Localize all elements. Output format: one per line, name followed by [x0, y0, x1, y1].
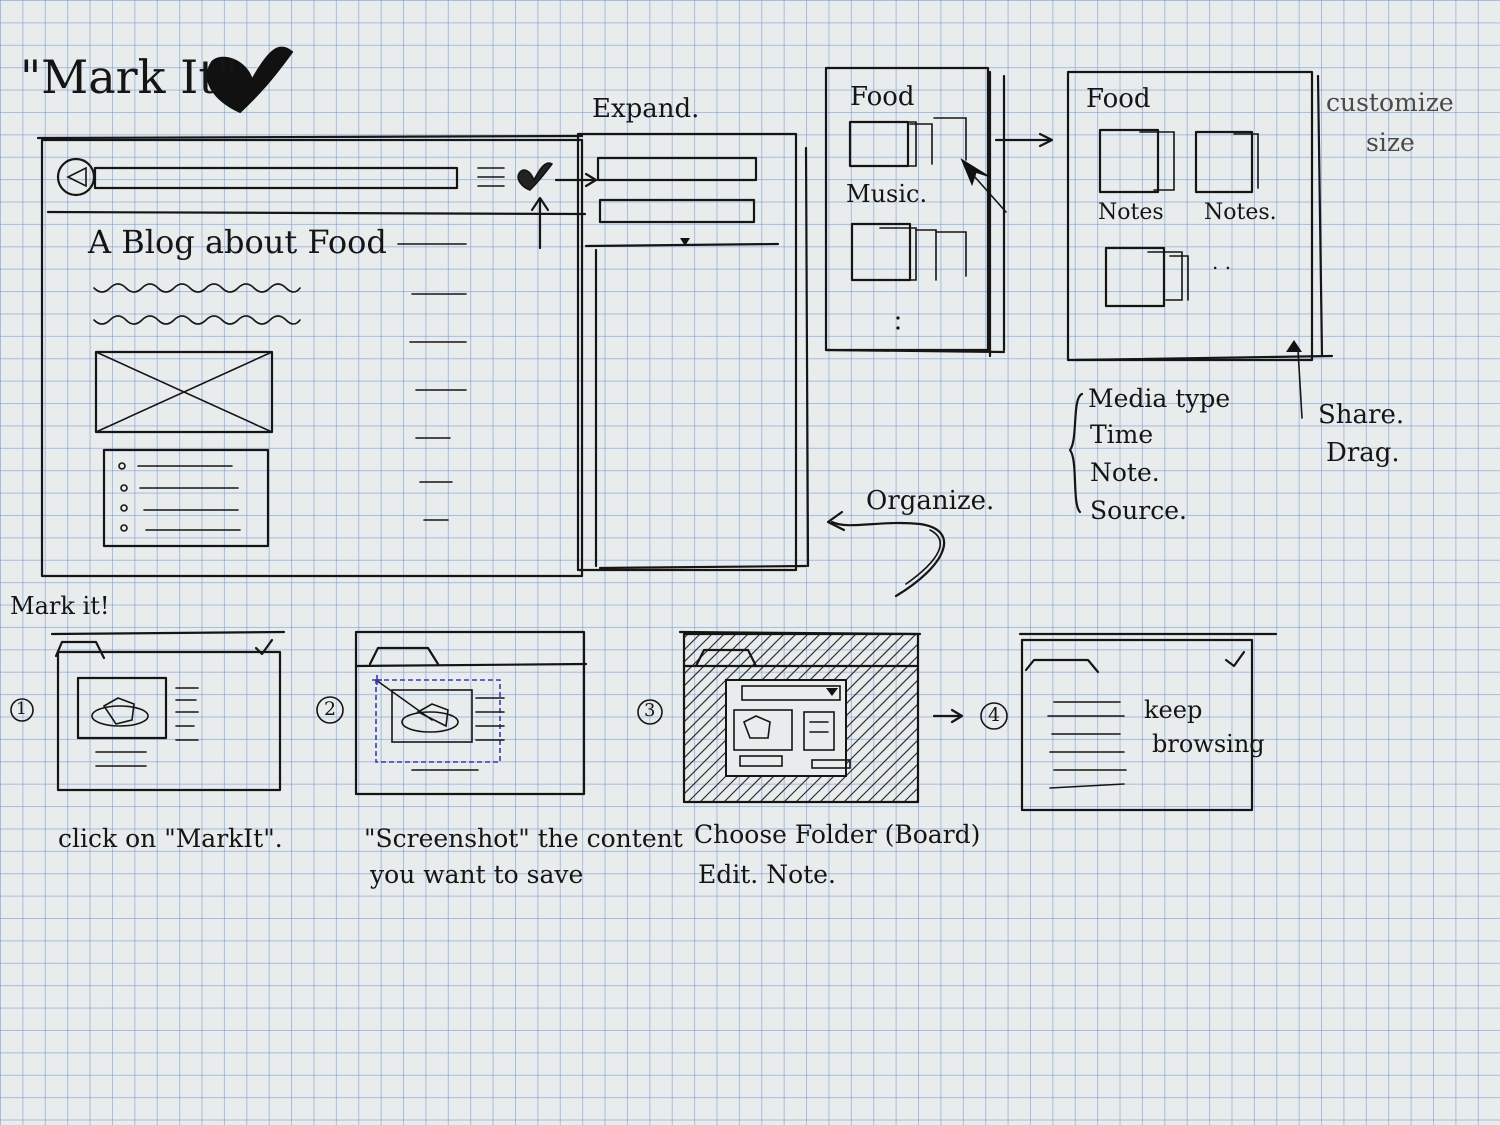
- step-3-circle: [637, 699, 663, 725]
- main-browser-sketch: [36, 134, 598, 578]
- hatch-line: [819, 703, 918, 802]
- step-4-text-line2: browsing: [1152, 730, 1265, 758]
- drag-label: Drag.: [1326, 438, 1400, 468]
- boards-food-label: Food: [850, 82, 915, 112]
- step-3-caption-line1: Choose Folder (Board): [694, 820, 981, 849]
- step-1-caption: click on "MarkIt".: [58, 824, 283, 853]
- step-4-text-line1: keep: [1144, 696, 1203, 724]
- share-label: Share.: [1318, 400, 1405, 430]
- hatch-line: [684, 634, 701, 651]
- hatch-line: [484, 634, 652, 802]
- hatch-line: [684, 634, 737, 687]
- hatch-line: [684, 634, 785, 735]
- meta-note: Note.: [1090, 458, 1160, 487]
- hatch-line: [684, 634, 809, 759]
- check-icon: [254, 638, 274, 656]
- step-3-number: 3: [644, 700, 656, 721]
- customize-label-line2: size: [1366, 128, 1415, 157]
- heart-check-icon: [206, 46, 294, 114]
- meta-source: Source.: [1090, 496, 1187, 525]
- hatch-line: [867, 751, 918, 802]
- hatch-line: [684, 634, 773, 723]
- step-2-caption-line2: you want to save: [370, 860, 584, 889]
- hatch-line: [684, 634, 725, 675]
- step-2-caption-line1: "Screenshot" the content: [364, 824, 683, 853]
- step-2-sketch: [354, 630, 588, 796]
- detail-food-label: Food: [1086, 84, 1151, 114]
- hatch-line: [684, 634, 761, 711]
- boards-music-label: Music.: [846, 180, 928, 208]
- boards-sketch: [824, 66, 1054, 358]
- hatch-line: [843, 727, 918, 802]
- hatch-line: [684, 634, 689, 639]
- markit-heart-icon: [517, 162, 554, 191]
- step-4-number: 4: [988, 704, 1001, 726]
- blog-title: A Blog about Food: [88, 223, 387, 261]
- notes-label-left: Notes: [1098, 200, 1164, 225]
- hatch-line: [684, 634, 797, 747]
- meta-media-type: Media type: [1088, 384, 1231, 413]
- back-button-icon: [56, 157, 96, 197]
- app-title: "Mark It": [20, 50, 238, 104]
- detail-board-sketch: [1066, 70, 1334, 514]
- step-4-sketch: [1018, 632, 1278, 812]
- hatch-line: [855, 739, 918, 802]
- step-1-sketch: [50, 630, 286, 792]
- hatch-line: [879, 763, 918, 802]
- notes-label-right: Notes.: [1204, 200, 1277, 225]
- customize-label-line1: customize: [1326, 88, 1454, 117]
- organize-label: Organize.: [866, 486, 995, 516]
- hatch-line: [684, 634, 713, 663]
- meta-time: Time: [1090, 420, 1154, 449]
- expand-panel-sketch: [576, 132, 810, 572]
- cursor-icon: [960, 158, 989, 187]
- address-bar: [93, 166, 459, 190]
- hatch-line: [684, 634, 749, 699]
- mark-it-label: Mark it!: [10, 592, 110, 620]
- step-1-number: 1: [16, 699, 27, 719]
- organize-arrow: [826, 510, 946, 598]
- step-2-circle: [316, 696, 344, 724]
- step-3-caption-line2: Edit. Note.: [698, 860, 836, 889]
- more-ellipsis: . .: [1212, 250, 1232, 274]
- step-1-circle: [10, 698, 34, 722]
- step-3-sketch: [484, 630, 964, 804]
- expand-label: Expand.: [592, 94, 700, 124]
- step-4-circle: [980, 702, 1008, 730]
- step-2-number: 2: [324, 698, 337, 720]
- hatch-line: [831, 715, 918, 802]
- check-icon: [1224, 650, 1246, 668]
